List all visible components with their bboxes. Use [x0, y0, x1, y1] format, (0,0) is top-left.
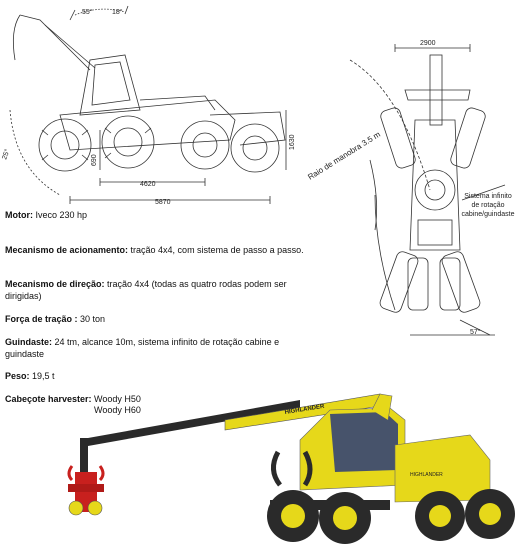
spec-value: 19,5 t: [29, 371, 55, 381]
harvester-head: [67, 465, 105, 516]
spec-motor: Motor: Iveco 230 hp: [5, 209, 285, 221]
spec-value: tração 4x4 (todas as quatro rodas podem …: [5, 279, 287, 301]
spec-weight: Peso: 19,5 t: [5, 370, 285, 382]
top-view-drawing: 2900 Raio de manobra 3.5 m 57° Sistema i…: [306, 40, 515, 336]
spec-harvester-head: Cabeçote harvester: Woody H50: [5, 393, 305, 405]
spec-label: Mecanismo de direção:: [5, 279, 105, 289]
wheels: [267, 489, 515, 544]
spec-label: Força de tração :: [5, 314, 78, 324]
spec-value: Iveco 230 hp: [33, 210, 88, 220]
body-brand-text: HIGHLANDER: [410, 472, 443, 478]
dim-length-b: 5870: [155, 199, 171, 206]
spec-crane: Guindaste: 24 tm, alcance 10m, sistema i…: [5, 336, 305, 360]
spec-traction: Força de tração : 30 ton: [5, 313, 285, 325]
dim-angle-right: 18°: [112, 8, 123, 16]
dim-angle-left: 55°: [82, 8, 93, 16]
system-note-3: cabine/guindaste: [462, 211, 515, 218]
dim-length-a: 4620: [140, 181, 156, 188]
spec-drive: Mecanismo de acionamento: tração 4x4, co…: [5, 244, 305, 256]
spec-label: Peso:: [5, 371, 30, 381]
spec-value: 30 ton: [77, 314, 106, 324]
dim-height-b: 1630: [289, 134, 296, 150]
harvester-machine-illustration: HIGHLANDER HIGHLANDER: [67, 393, 515, 544]
side-view-drawing: 55° 18° 4620 5870 690 1630 25°: [0, 5, 296, 206]
spec-value: 24 tm, alcance 10m, sistema infinito de …: [5, 337, 280, 359]
spec-value: tração 4x4, com sistema de passo a passo…: [128, 245, 304, 255]
spec-label: Cabeçote harvester:: [5, 394, 92, 404]
system-note-2: de rotação: [471, 202, 504, 209]
spec-steering: Mecanismo de direção: tração 4x4 (todas …: [5, 278, 305, 302]
dim-width: 2900: [420, 40, 436, 47]
boom-arm: [88, 400, 300, 446]
dim-side-angle: 25°: [0, 148, 11, 161]
boom-drop: [80, 438, 88, 478]
spec-label: Guindaste:: [5, 337, 53, 347]
spec-label: Motor:: [5, 210, 33, 220]
system-note-1: Sistema infinito: [464, 193, 512, 200]
spec-value: Woody H50: [91, 394, 141, 404]
dim-bottom-angle: 57°: [470, 328, 481, 336]
spec-label: Mecanismo de acionamento:: [5, 245, 129, 255]
dim-height-a: 690: [91, 154, 98, 166]
spec-harvester-head-alt: Woody H60: [94, 405, 141, 415]
dim-turn-radius: Raio de manobra 3.5 m: [306, 130, 382, 182]
